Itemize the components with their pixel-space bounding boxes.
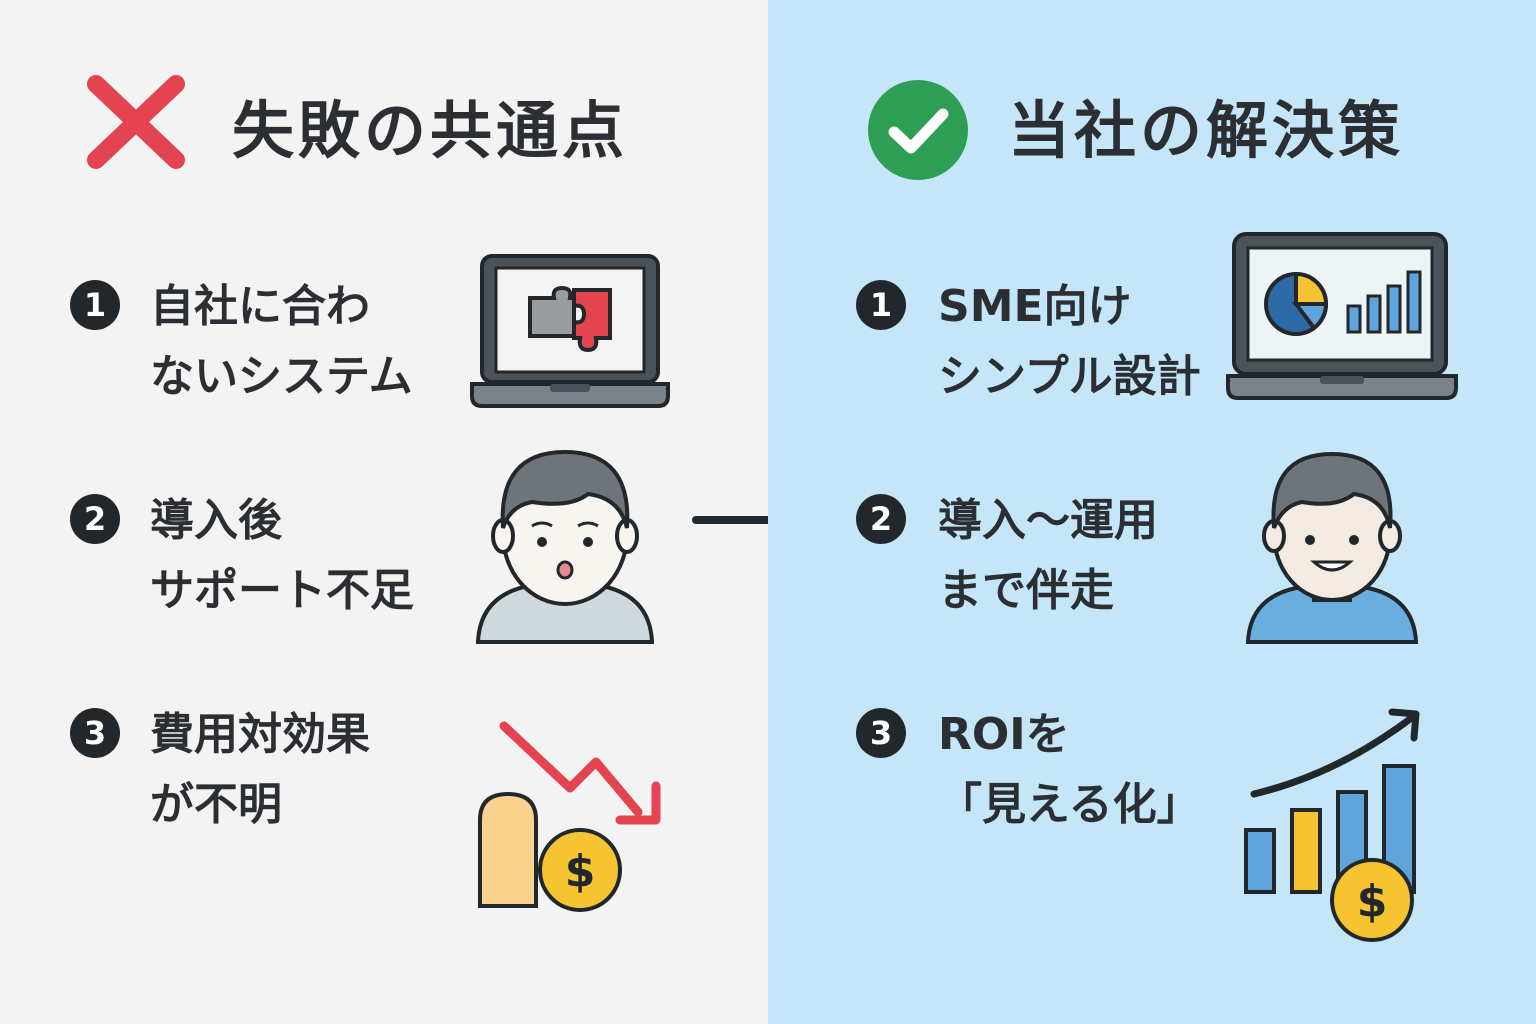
growth-chart-icon: $ <box>1244 708 1420 942</box>
item-number-badge: 2 <box>856 494 906 544</box>
laptop-chart-icon <box>1226 232 1458 400</box>
red-cross-icon <box>87 75 185 169</box>
item-number-badge: 2 <box>70 494 120 544</box>
item-number-badge: 1 <box>856 280 906 330</box>
item-line-1: 導入〜運用 <box>938 495 1158 546</box>
green-check-icon <box>868 80 968 180</box>
item-line-2: が不明 <box>150 779 282 830</box>
failure-panel: 失敗の共通点 1 自社に合わ ないシステム 2 導入後 サポート不足 <box>0 0 768 1024</box>
item-number-badge: 3 <box>856 708 906 758</box>
item-number-badge: 1 <box>70 280 120 330</box>
item-line-2: まで伴走 <box>938 565 1114 616</box>
item-line-2: シンプル設計 <box>938 351 1201 402</box>
item-line-1: SME向け <box>938 281 1132 332</box>
declining-cost-icon: $ <box>478 721 661 912</box>
worried-person-icon <box>475 449 655 644</box>
svg-text:$: $ <box>1357 876 1388 927</box>
item-line-2: 「見える化」 <box>938 779 1201 830</box>
list-item: 導入後 サポート不足 <box>150 486 414 626</box>
solution-panel: 当社の解決策 1 SME向け シンプル設計 2 導入〜運用 まで伴走 <box>768 0 1536 1024</box>
item-line-1: 自社に合わ <box>150 281 370 332</box>
list-item: ROIを 「見える化」 <box>938 700 1201 840</box>
item-line-1: 導入後 <box>150 495 282 546</box>
failure-title: 失敗の共通点 <box>232 94 629 167</box>
list-item: 費用対効果 が不明 <box>150 700 370 840</box>
list-item: 自社に合わ ないシステム <box>150 272 413 412</box>
solution-title: 当社の解決策 <box>1008 94 1405 167</box>
laptop-puzzle-icon <box>470 254 670 408</box>
item-line-2: ないシステム <box>150 351 413 402</box>
item-line-1: 費用対効果 <box>150 709 370 760</box>
item-line-2: サポート不足 <box>150 565 414 616</box>
list-item: SME向け シンプル設計 <box>938 272 1201 412</box>
list-item: 導入〜運用 まで伴走 <box>938 486 1158 626</box>
item-number-badge: 3 <box>70 708 120 758</box>
svg-text:$: $ <box>565 846 596 897</box>
item-line-1: ROIを <box>938 709 1070 760</box>
happy-person-icon <box>1245 451 1419 644</box>
